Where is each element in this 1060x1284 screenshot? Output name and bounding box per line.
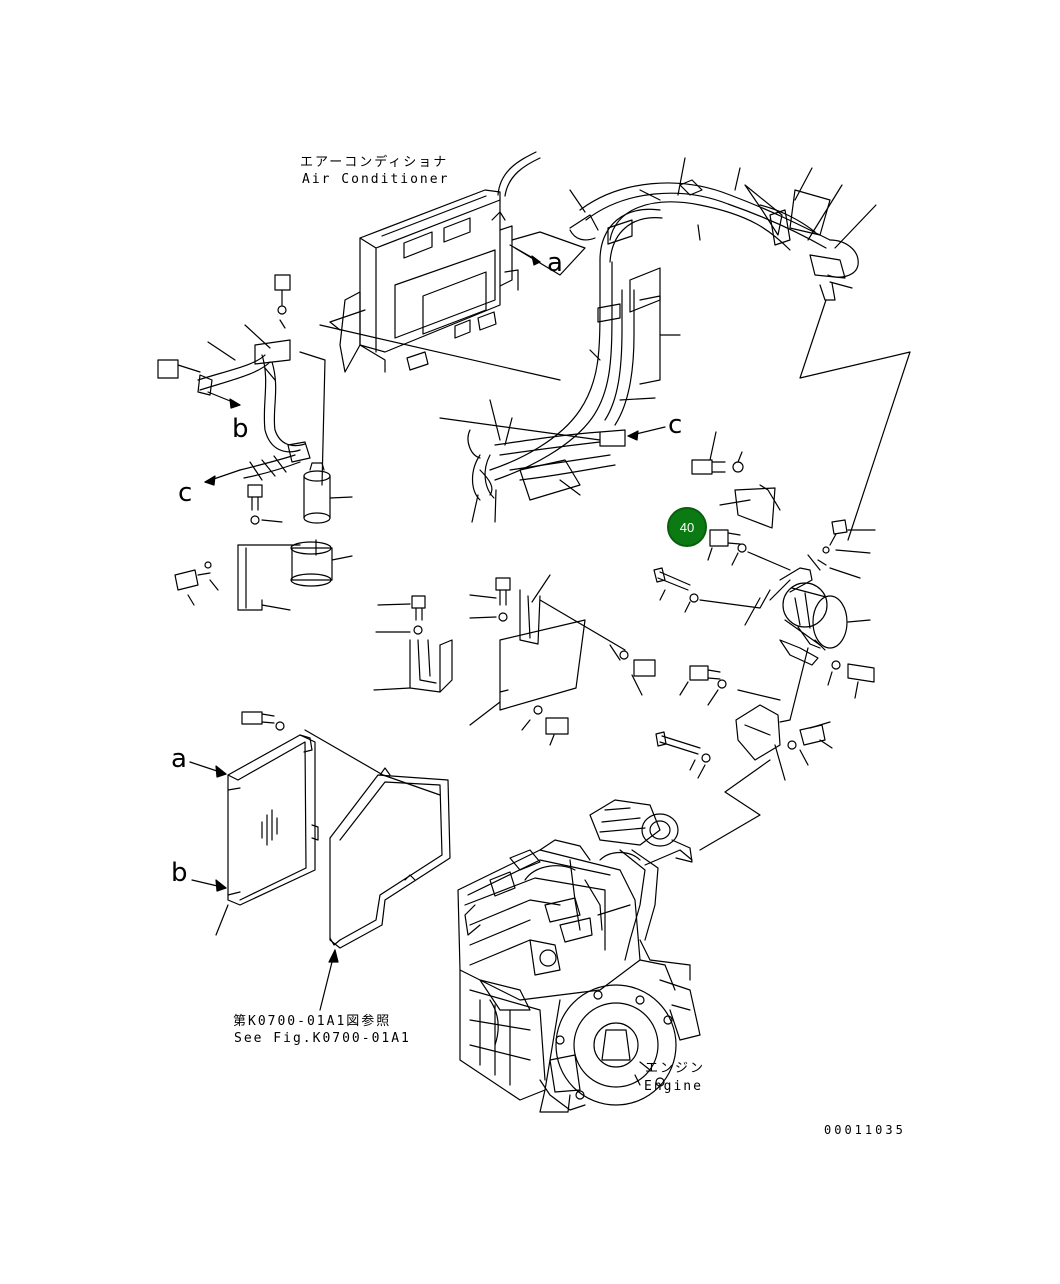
left-hose-cluster (158, 275, 352, 610)
figure-number: 00011035 (824, 1123, 906, 1137)
compressor-assembly (654, 432, 875, 850)
reference-arrow-c-right (628, 427, 665, 440)
engine (458, 800, 700, 1112)
part-callout-40[interactable]: 40 (667, 507, 707, 547)
air-conditioner-label-jp: エアーコンディショナ (300, 155, 449, 170)
leader-lines-upper (320, 158, 910, 540)
reference-letter-b-left: b (232, 414, 249, 444)
air-conditioner-label-en: Air Conditioner (302, 172, 450, 187)
engine-label-jp: エンジン (645, 1061, 706, 1076)
condenser (190, 712, 450, 1010)
see-figure-label-en: See Fig.K0700-01A1 (234, 1031, 411, 1046)
reference-letter-c-left: c (178, 478, 193, 508)
center-brackets (374, 575, 655, 745)
refrigerant-hoses-upper (468, 180, 858, 500)
air-conditioner-unit (330, 152, 540, 372)
reference-letter-a-top: a (547, 248, 563, 278)
reference-letter-b-side: b (171, 858, 188, 888)
reference-letter-c-right: c (668, 410, 683, 440)
reference-letter-a-side: a (171, 744, 187, 774)
see-figure-label-jp: 第K0700-01A1図参照 (233, 1014, 392, 1029)
reference-arrow-a-top (510, 232, 585, 275)
engine-label-en: Engine (644, 1079, 703, 1094)
